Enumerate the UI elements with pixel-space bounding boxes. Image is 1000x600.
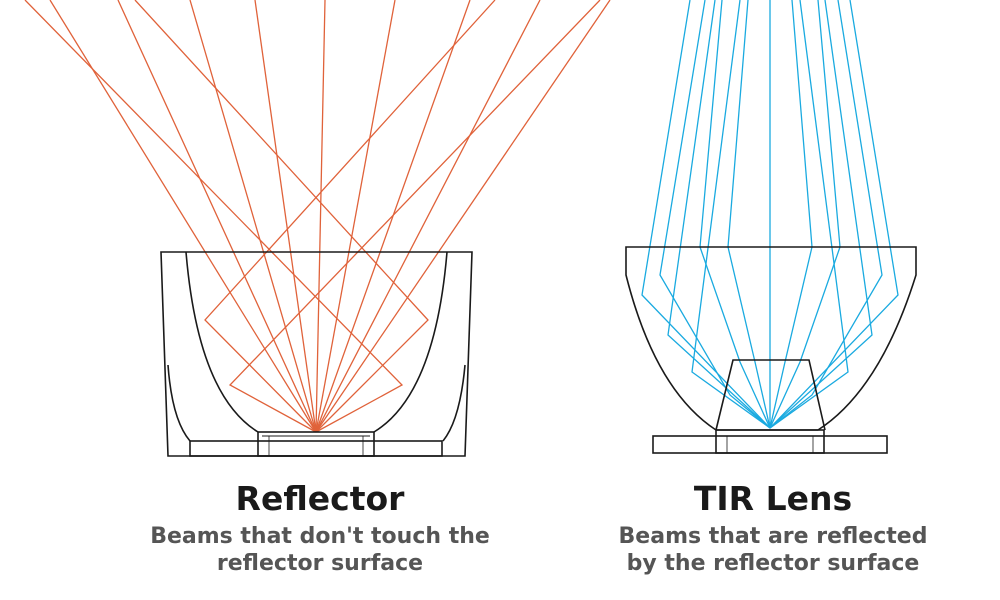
reflector-beams: [24, 0, 611, 433]
tir-lens-top-rim: [625, 246, 917, 431]
reflector-direct-ray: [189, 0, 317, 433]
reflector-direct-ray: [49, 0, 317, 433]
reflector-caption-line-1: Beams that don't touch the: [150, 524, 490, 549]
reflector-left-cup-curve: [185, 251, 259, 433]
tir-base-plate: [652, 435, 888, 454]
reflector-caption-line-2: reflector surface: [216, 551, 424, 576]
reflector-bounced-ray: [228, 0, 601, 433]
tir-lens-beams: [641, 0, 899, 429]
tir-led-chip: [715, 429, 825, 454]
tir-reflected-ray: [691, 0, 771, 429]
reflector-direct-ray: [315, 0, 396, 433]
reflector-right-cup-curve: [373, 251, 448, 433]
reflector-bounced-ray: [24, 0, 404, 433]
tir-lens-body: [625, 246, 917, 454]
tir-refracted-ray: [727, 0, 771, 429]
reflector-direct-ray: [315, 0, 611, 433]
tir-lens-caption-line-2: by the reflector surface: [626, 551, 920, 576]
reflector-caption: Beams that don't touch the reflector sur…: [100, 523, 540, 577]
reflector-direct-ray: [315, 0, 541, 433]
tir-lens-title: TIR Lens: [693, 479, 853, 518]
reflector-right-inner-shell: [442, 364, 466, 442]
reflector-base-plate: [189, 440, 443, 457]
reflector-direct-ray: [254, 0, 317, 433]
reflector-housing: [160, 251, 473, 457]
tir-reflected-ray: [769, 0, 873, 429]
tir-refracted-ray: [769, 0, 841, 429]
tir-reflected-ray: [769, 0, 899, 429]
reflector-bounced-ray: [204, 0, 496, 433]
tir-lens-inner-cavity: [715, 359, 826, 431]
reflector-direct-ray: [117, 0, 317, 433]
reflector-led-chip: [257, 431, 375, 457]
tir-side-ray: [769, 0, 883, 429]
reflector-left-inner-shell: [167, 364, 191, 442]
reflector-title: Reflector: [235, 479, 405, 518]
tir-side-ray: [659, 0, 771, 429]
tir-refracted-ray: [699, 0, 771, 429]
reflector-direct-ray: [315, 0, 326, 433]
tir-reflected-ray: [769, 0, 849, 429]
tir-lens-caption-line-1: Beams that are reflected: [618, 524, 928, 549]
tir-reflected-ray: [667, 0, 771, 429]
reflector-outer-body: [160, 251, 473, 457]
tir-lens-caption: Beams that are reflected by the reflecto…: [553, 523, 993, 577]
reflector-bounced-ray: [134, 0, 429, 433]
tir-refracted-ray: [769, 0, 813, 429]
